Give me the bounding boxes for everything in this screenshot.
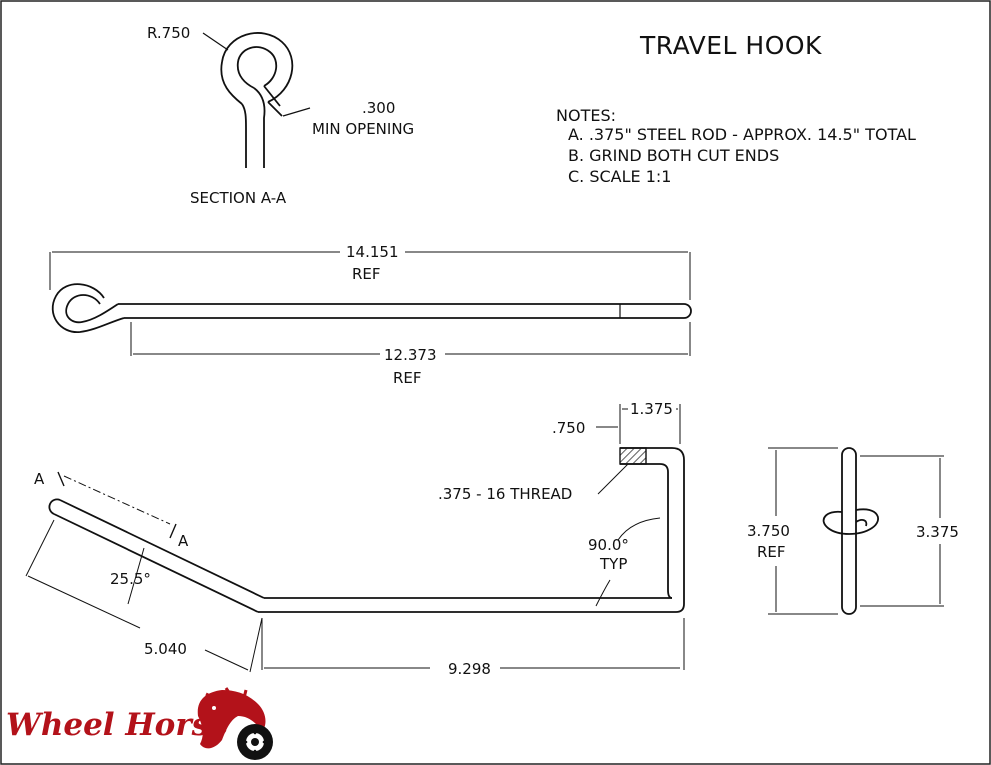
side-view <box>25 404 685 673</box>
section-opening-value: .300 <box>362 99 395 117</box>
side-cut-a-left: A <box>34 470 45 488</box>
top-overall-ref: REF <box>352 265 381 283</box>
notes-block: NOTES: A. .375" STEEL ROD - APPROX. 14.5… <box>556 106 916 186</box>
thread-section-hatch <box>619 447 647 465</box>
top-shank-value: 12.373 <box>384 346 437 364</box>
thread-height-value: .750 <box>552 419 585 437</box>
top-overall-value: 14.151 <box>346 243 399 261</box>
logo-text: Wheel Horse <box>6 707 229 743</box>
top-shank-ref: REF <box>393 369 422 387</box>
thread-spec-label: .375 - 16 THREAD <box>438 485 572 503</box>
wheel-horse-logo: Wheel Horse <box>6 687 273 760</box>
section-a-a-view <box>202 32 311 168</box>
side-bend-angle: 90.0° <box>588 536 629 554</box>
thread-length-value: 1.375 <box>630 400 673 418</box>
drawing-title: TRAVEL HOOK <box>639 31 822 60</box>
side-angled-length: 5.040 <box>144 640 187 658</box>
top-view <box>49 251 692 356</box>
side-cut-a-right: A <box>178 532 189 550</box>
section-label: SECTION A-A <box>190 189 287 207</box>
notes-header: NOTES: <box>556 106 616 125</box>
side-base-length: 9.298 <box>448 660 491 678</box>
section-radius-label: R.750 <box>147 24 190 42</box>
note-b: B. GRIND BOTH CUT ENDS <box>568 146 779 165</box>
side-angle-label: 25.5° <box>110 570 151 588</box>
side-bend-typ: TYP <box>599 555 627 573</box>
end-view <box>768 447 944 615</box>
end-height-value: 3.750 <box>747 522 790 540</box>
wheel-icon <box>237 724 273 760</box>
end-inner-value: 3.375 <box>916 523 959 541</box>
note-a: A. .375" STEEL ROD - APPROX. 14.5" TOTAL <box>568 125 916 144</box>
horse-head-icon <box>197 687 266 749</box>
note-c: C. SCALE 1:1 <box>568 167 671 186</box>
end-height-ref: REF <box>757 543 786 561</box>
section-opening-label: MIN OPENING <box>312 120 414 138</box>
